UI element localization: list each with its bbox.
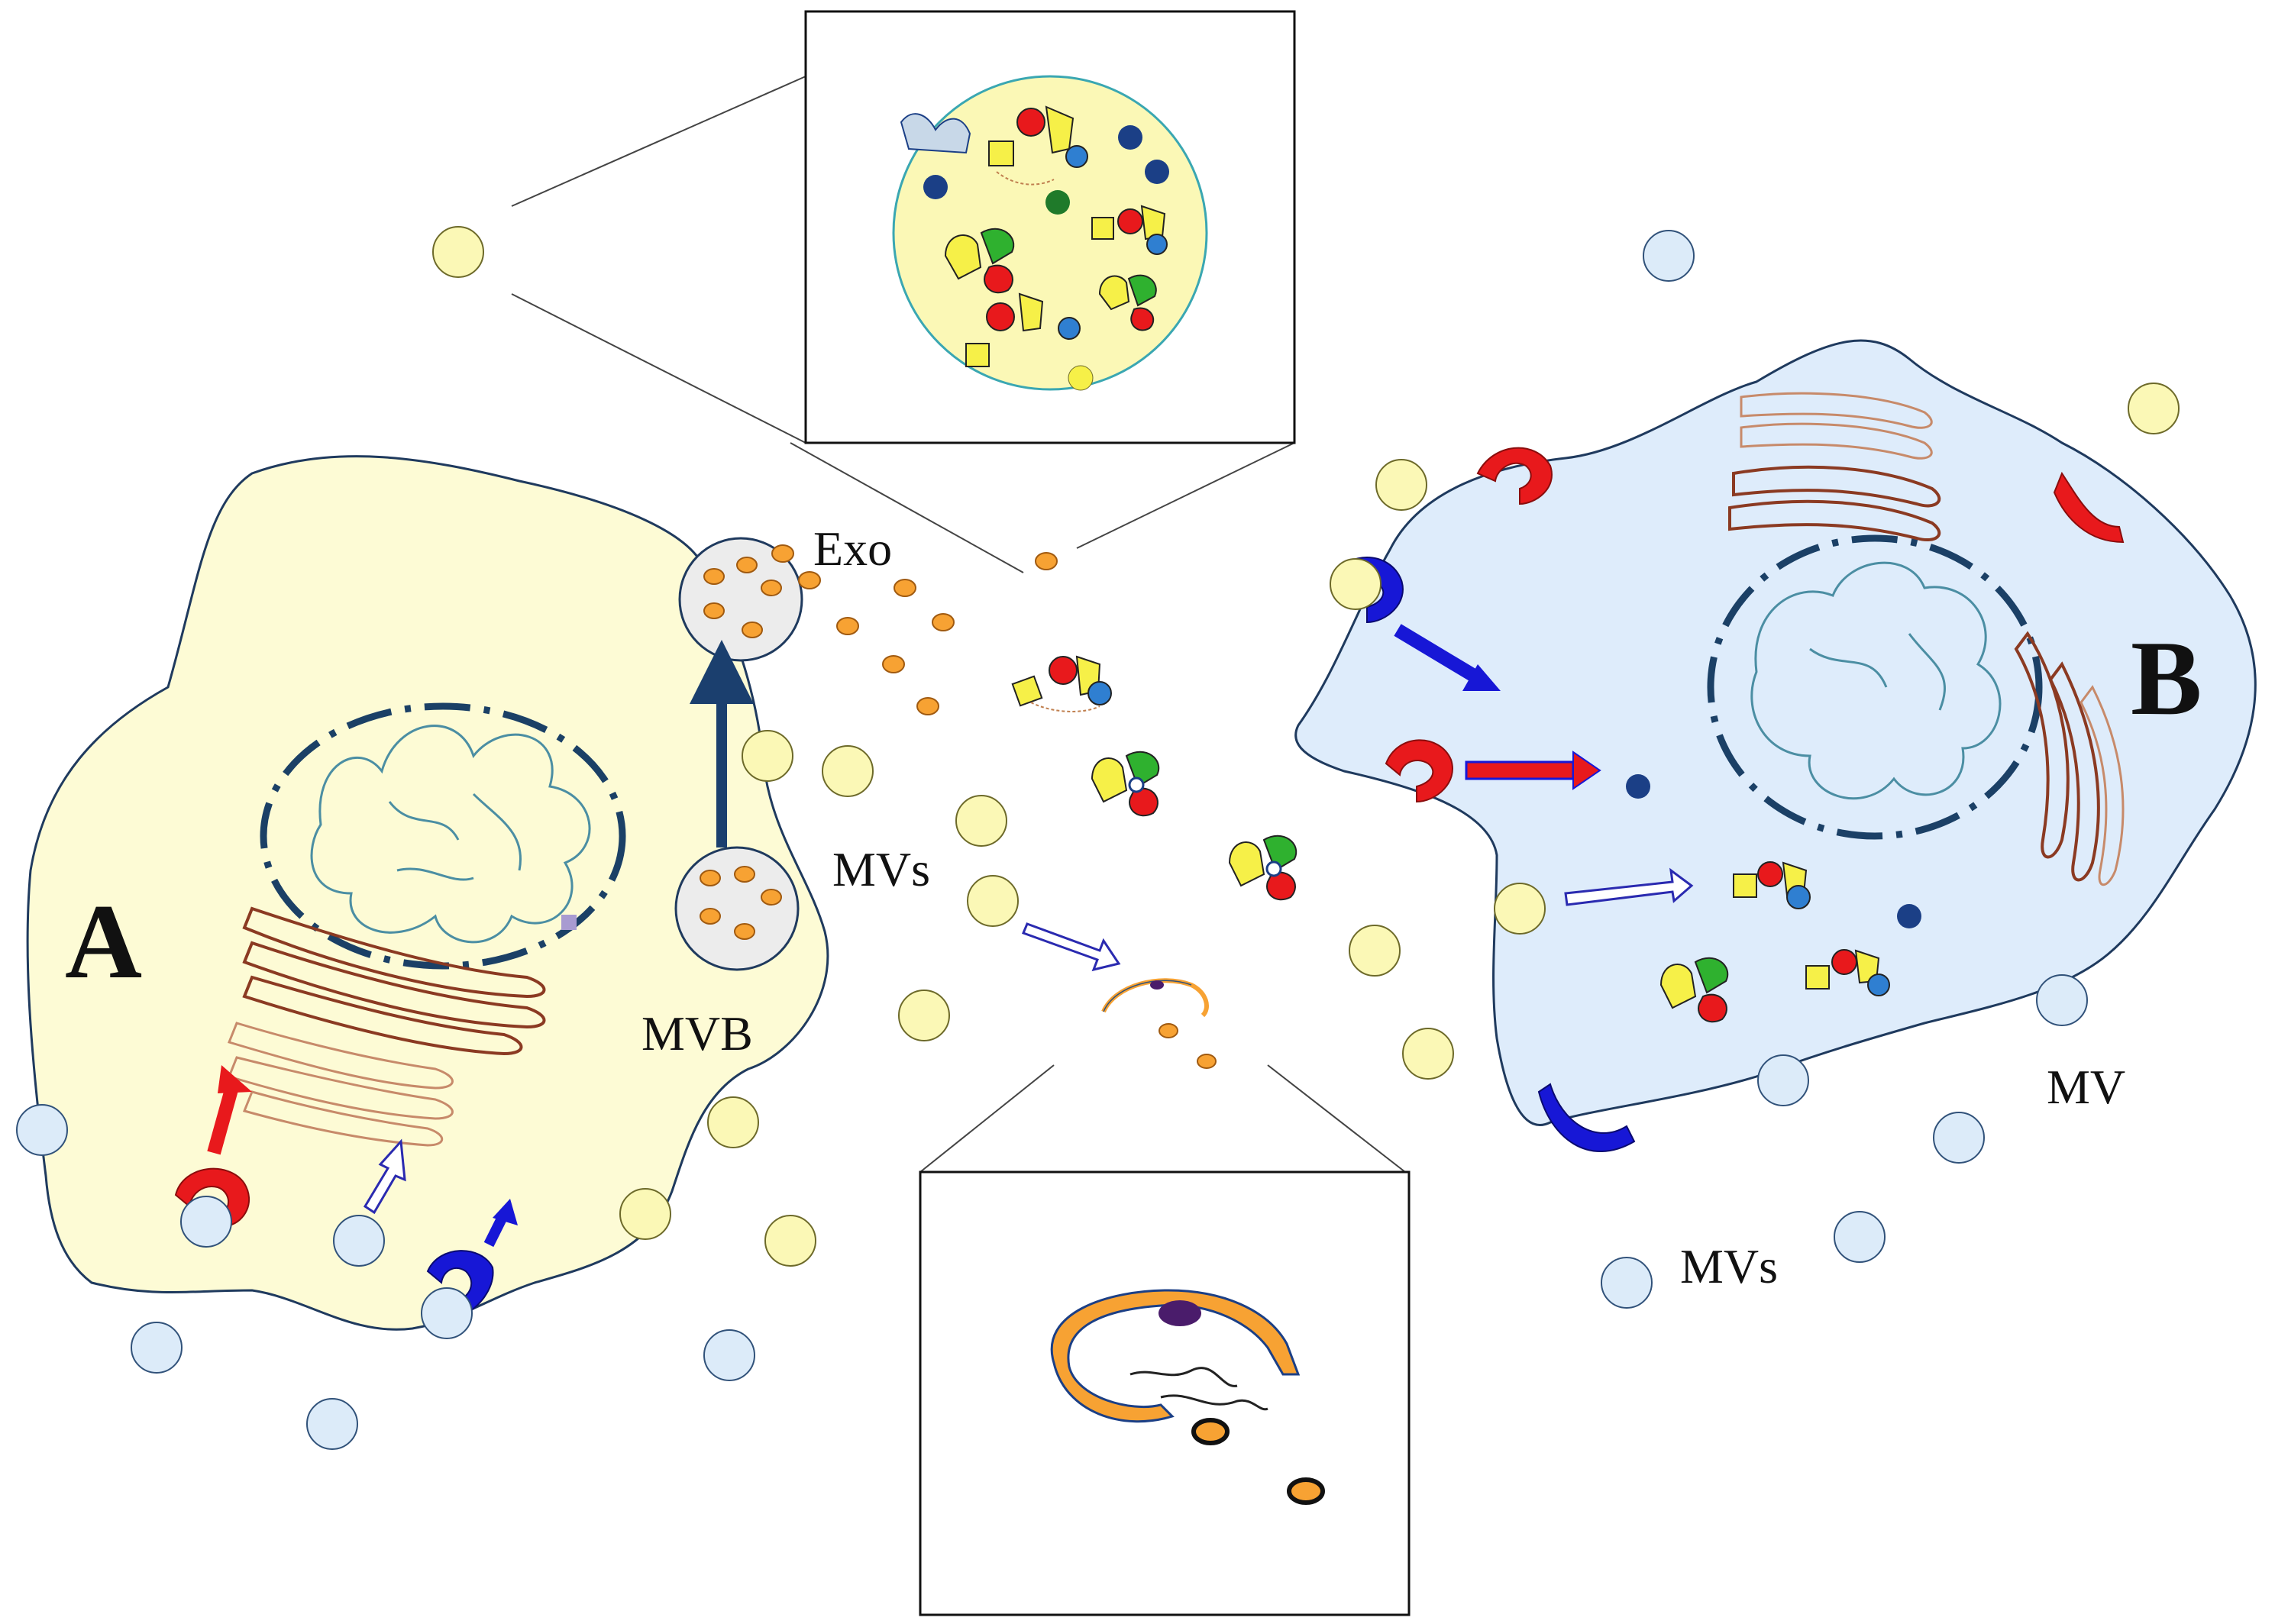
microvesicle-icon: [707, 1096, 759, 1148]
microvesicle-icon: [1757, 1054, 1809, 1106]
outline-arrow-center: [1022, 922, 1121, 972]
cargo-complex-icon: [1659, 957, 1729, 1023]
blue-arrow-a-head: [493, 1199, 518, 1225]
microvesicle-icon: [1834, 1211, 1886, 1263]
cell-b-label: B: [2131, 619, 2202, 738]
exosome-icon: [798, 571, 821, 589]
chromatin-b: [1750, 561, 2002, 800]
mvb-label: MVB: [641, 1006, 753, 1061]
receptor-icon: [1537, 1083, 1636, 1152]
cargo-complex-icon: [1733, 861, 1811, 909]
zoom-lines-bottom: [919, 1064, 1406, 1173]
microvesicle-icon: [333, 1215, 385, 1267]
microvesicle-icon: [1375, 459, 1427, 511]
microvesicle-icon: [1601, 1257, 1653, 1309]
receptor-icon: [2053, 471, 2125, 544]
receptor-icon: [1385, 739, 1453, 803]
exosome-icon: [771, 544, 794, 563]
mvs-right-label: MVs: [1680, 1239, 1778, 1293]
microvesicle-icon: [1330, 558, 1381, 610]
microvesicle-group-blue: [16, 230, 2088, 1450]
microvesicle-icon: [131, 1322, 183, 1374]
microvesicle-icon: [2036, 974, 2088, 1026]
microvesicle-icon: [822, 745, 874, 797]
dna-fragment-icon: [1101, 978, 1209, 1018]
small-square-marker: [561, 915, 577, 930]
cell-a: [26, 455, 829, 1331]
blue-arrow-b: [1394, 624, 1478, 682]
cell-a-golgi: [227, 906, 546, 1147]
exosome-icon: [1197, 1054, 1217, 1069]
outline-arrow-a: [363, 1138, 406, 1215]
cargo-complex-icon: [1011, 655, 1112, 712]
chromatin-a: [310, 725, 591, 944]
blue-arrow-b-head: [1462, 664, 1501, 691]
exosome-icon: [1159, 1023, 1178, 1038]
microvesicle-icon: [1643, 230, 1695, 282]
cargo-complex-icon: [1228, 835, 1297, 901]
red-arrow-a-head: [218, 1065, 252, 1093]
exosome-icon: [894, 579, 916, 597]
microvesicle-icon: [16, 1104, 68, 1156]
cell-b-nucleus: [1707, 534, 2043, 840]
exosome-icon: [1035, 552, 1058, 570]
cell-b: [1294, 339, 2257, 1152]
exosome-icon: [1287, 1477, 1325, 1505]
internalized-particle: [1626, 774, 1650, 799]
microvesicle-icon: [421, 1287, 473, 1339]
mvb-lower: [674, 846, 800, 971]
mvs-center-label: MVs: [832, 842, 930, 896]
microvesicle-icon: [432, 226, 484, 278]
microvesicle-group-yellow: [432, 226, 2180, 1267]
microvesicle-icon: [898, 990, 950, 1041]
microvesicle-icon: [1933, 1112, 1985, 1164]
red-arrow-a: [207, 1082, 240, 1155]
microvesicle-icon: [742, 730, 793, 782]
exosome-icon: [882, 655, 905, 673]
red-arrow-b: [1465, 760, 1575, 780]
microvesicle-icon: [967, 875, 1019, 927]
exosome-icon-group: [771, 544, 1217, 1069]
cargo-complex-icon: [1805, 949, 1890, 996]
microvesicle-icon: [764, 1215, 816, 1267]
cell-a-nucleus: [260, 702, 626, 970]
red-arrow-b-head: [1572, 751, 1601, 790]
outline-arrow-b: [1564, 867, 1694, 906]
exosome-icon: [916, 697, 939, 715]
microvesicle-icon: [306, 1398, 358, 1450]
cell-a-label: A: [65, 883, 142, 1001]
zoom-box-apoptotic: [919, 1170, 1411, 1616]
microvesicle-icon: [2128, 383, 2180, 434]
mv-label: MV: [2047, 1060, 2125, 1114]
microvesicle-icon: [955, 795, 1007, 847]
zoom-box-exosome: [804, 10, 1296, 444]
exosome-icon: [836, 617, 859, 635]
cell-b-golgi: [1728, 392, 2125, 886]
cargo-complex-icon: [1091, 751, 1160, 817]
microvesicle-icon: [180, 1196, 232, 1248]
exosome-icon: [932, 613, 955, 631]
exosome-icon: [1191, 1418, 1230, 1445]
microvesicle-icon: [1402, 1028, 1454, 1080]
internalized-particle: [1897, 904, 1921, 928]
mvb-upper: [678, 537, 803, 662]
microvesicle-icon: [619, 1188, 671, 1240]
zoom-lines-top: [511, 76, 1295, 573]
receptor-icon: [1476, 447, 1553, 505]
exo-label: Exo: [813, 521, 892, 576]
microvesicle-icon: [703, 1329, 755, 1381]
exosome-cargo-detail: [900, 105, 1169, 391]
microvesicle-icon: [1349, 925, 1401, 977]
microvesicle-icon: [1494, 883, 1546, 935]
